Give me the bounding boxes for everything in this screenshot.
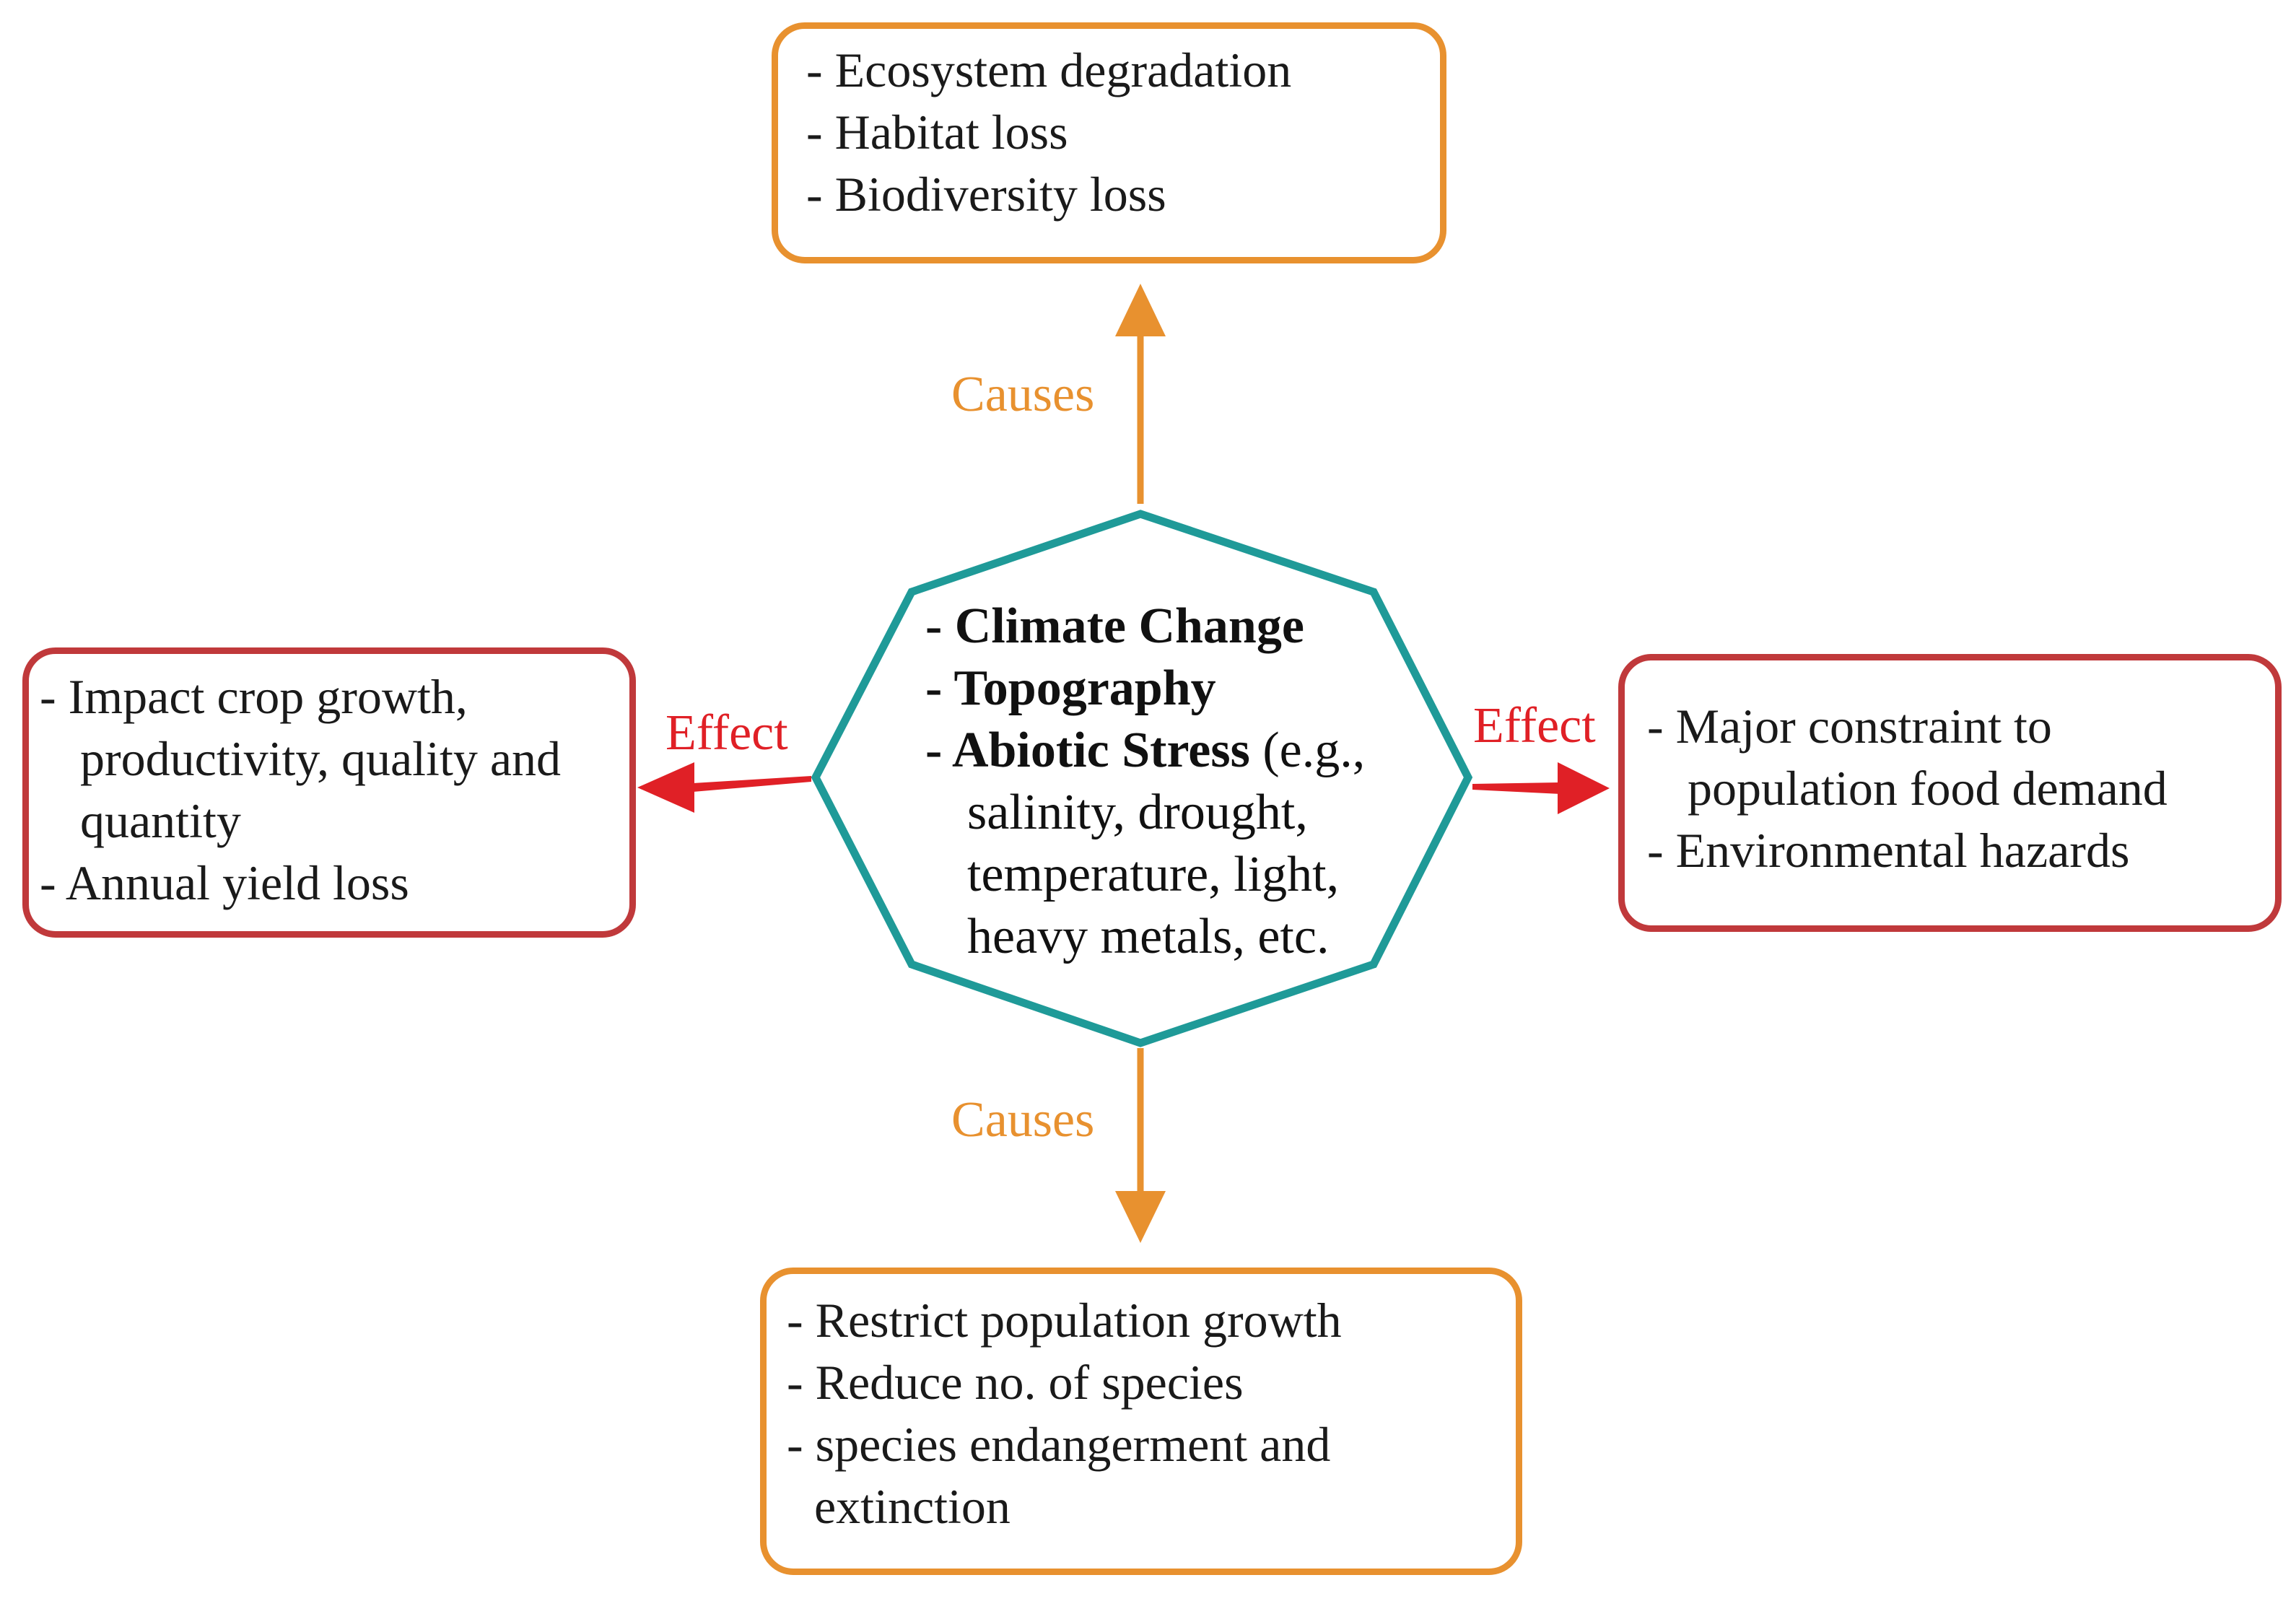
left-box-text: - Impact crop growth, productivity, qual… <box>40 666 561 914</box>
right-effect-label: Effect <box>1473 698 1596 754</box>
bottom-causes-arrow <box>1115 1048 1166 1243</box>
center-driver-topography: - Topography <box>925 660 1216 716</box>
right-effect-arrow <box>1472 762 1610 814</box>
top-causes-arrow <box>1115 284 1166 504</box>
abiotic-stress-eg: (e.g., <box>1249 723 1366 778</box>
abiotic-stress-examples: temperature, light, <box>967 847 1340 902</box>
top-box-item: - Habitat loss <box>806 105 1068 160</box>
left-box-item-continuation: productivity, quality and <box>80 731 562 786</box>
center-octagon <box>811 510 1473 1047</box>
center-driver-climate-change: - Climate Change <box>925 598 1304 654</box>
left-effect-label: Effect <box>665 705 788 761</box>
bottom-box-item-continuation: extinction <box>814 1479 1010 1534</box>
abiotic-stress-examples: heavy metals, etc. <box>967 909 1330 964</box>
left-effects-box <box>22 647 636 938</box>
bottom-box-item: - Reduce no. of species <box>787 1355 1244 1410</box>
bottom-box-item: - species endangerment and <box>787 1417 1331 1472</box>
abiotic-stress-examples: salinity, drought, <box>967 785 1308 840</box>
right-box-item: - Environmental hazards <box>1647 823 2130 878</box>
right-effects-box <box>1618 654 2282 932</box>
abiotic-stress-label: - Abiotic Stress <box>925 723 1250 778</box>
left-box-item: - Annual yield loss <box>40 855 409 910</box>
bottom-causes-label: Causes <box>951 1092 1095 1148</box>
top-box-text: - Ecosystem degradation - Habitat loss -… <box>806 39 1291 225</box>
bottom-consequences-box <box>760 1268 1522 1575</box>
center-drivers-text: - Climate Change - Topography - Abiotic … <box>925 596 1365 968</box>
left-box-item: - Impact crop growth, <box>40 669 468 724</box>
top-box-item: - Ecosystem degradation <box>806 43 1292 97</box>
top-consequences-box <box>772 22 1446 263</box>
right-box-item: - Major constraint to <box>1647 699 2052 754</box>
right-box-text: - Major constraint to population food de… <box>1647 695 2168 881</box>
center-driver-abiotic-stress: - Abiotic Stress (e.g., <box>925 720 1365 782</box>
top-box-item: - Biodiversity loss <box>806 167 1166 222</box>
left-effect-arrow <box>637 762 811 813</box>
top-causes-label: Causes <box>951 367 1095 422</box>
right-box-item-continuation: population food demand <box>1688 761 2168 816</box>
left-box-item-continuation: quantity <box>80 793 241 848</box>
bottom-box-item: - Restrict population growth <box>787 1293 1342 1348</box>
bottom-box-text: - Restrict population growth - Reduce no… <box>787 1289 1342 1537</box>
